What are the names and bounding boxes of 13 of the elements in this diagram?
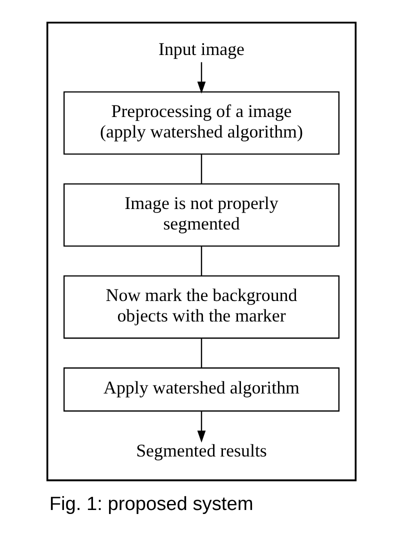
node-text: Input image xyxy=(158,38,244,59)
arrow xyxy=(196,62,206,94)
connector xyxy=(200,246,202,276)
cluster xyxy=(46,22,356,482)
node-box: Apply watershed algorithm xyxy=(62,367,340,412)
node-box: Image is not properly segmented xyxy=(62,183,340,247)
connector xyxy=(200,338,202,368)
caption: Fig. 1: proposed system xyxy=(48,494,253,515)
node-box: Now mark the background objects with the marker xyxy=(62,275,340,339)
connector xyxy=(200,154,202,184)
node-box: Preprocessing of a image (apply watershed algorithm) xyxy=(62,91,340,155)
arrow xyxy=(196,411,206,443)
node-text: Segmented results xyxy=(136,440,266,460)
